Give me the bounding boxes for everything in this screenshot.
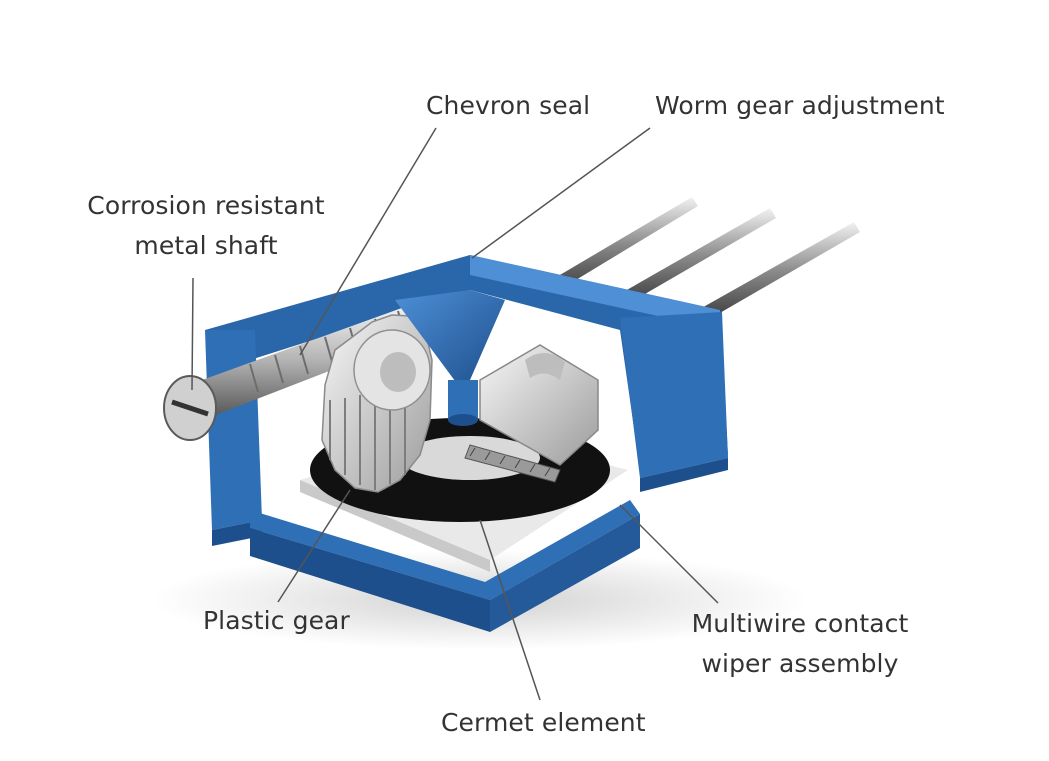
label-wiper-line-2: wiper assembly <box>701 649 899 678</box>
label-shaft-line-1: Corrosion resistant <box>87 191 325 220</box>
label-chevron-seal: Chevron seal <box>426 91 591 120</box>
housing <box>205 255 728 632</box>
label-worm-gear-adjustment: Worm gear adjustment <box>655 91 945 120</box>
label-shaft-line-2: metal shaft <box>134 231 278 260</box>
leader-chevron-seal <box>299 127 437 356</box>
terminal-pins <box>548 197 860 321</box>
wiper-assembly <box>464 344 599 483</box>
label-multiwire-contact-wiper-assembly: Multiwire contact wiper assembly <box>686 604 914 684</box>
label-corrosion-resistant-metal-shaft: Corrosion resistant metal shaft <box>86 186 326 266</box>
leader-shaft <box>191 277 194 391</box>
leader-lines <box>191 127 719 701</box>
label-wiper-line-1: Multiwire contact <box>691 609 909 638</box>
label-cermet-element: Cermet element <box>441 708 646 737</box>
label-plastic-gear: Plastic gear <box>203 606 350 635</box>
leader-wiper <box>619 504 719 604</box>
chevron-seal <box>395 290 505 426</box>
plastic-gear <box>321 314 433 493</box>
leader-worm-gear <box>471 127 651 259</box>
leader-plastic-gear <box>277 489 351 603</box>
leader-cermet <box>479 519 541 701</box>
